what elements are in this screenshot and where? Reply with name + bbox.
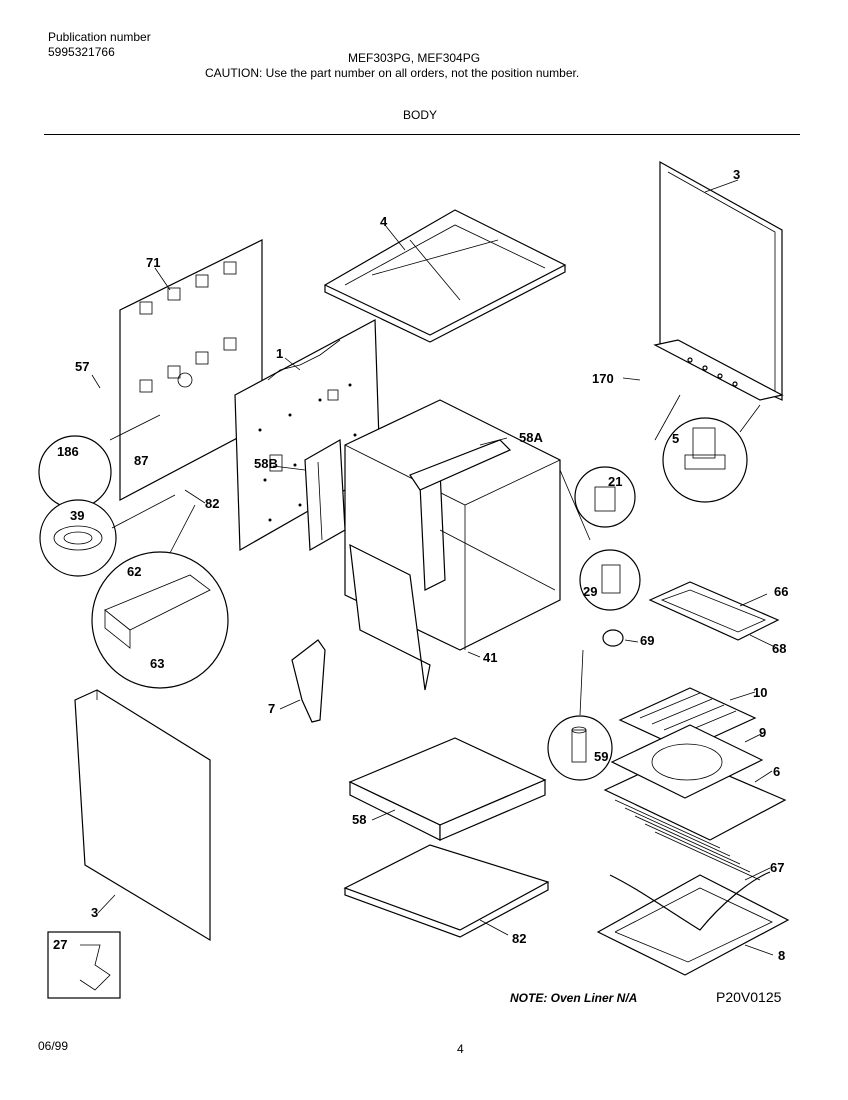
callout-29: 29 bbox=[583, 584, 597, 599]
callout-66: 66 bbox=[774, 584, 788, 599]
callout-170: 170 bbox=[592, 371, 614, 386]
callout-4: 4 bbox=[380, 214, 388, 229]
callout-87: 87 bbox=[134, 453, 148, 468]
publication-date: 06/99 bbox=[38, 1039, 69, 1053]
callout-57: 57 bbox=[75, 359, 89, 374]
header-divider bbox=[44, 134, 800, 135]
broil-pan-part bbox=[610, 724, 764, 799]
callout-69: 69 bbox=[640, 633, 654, 648]
callout-58: 58 bbox=[352, 812, 366, 827]
broil-element-part bbox=[648, 581, 780, 641]
side-panel-left-part bbox=[74, 689, 211, 942]
callout-3-top: 3 bbox=[733, 167, 740, 182]
callout-67: 67 bbox=[770, 860, 784, 875]
model-numbers: MEF303PG, MEF304PG bbox=[348, 51, 481, 65]
callout-58a: 58A bbox=[519, 430, 543, 445]
insulation-part bbox=[304, 438, 512, 552]
bake-element-part bbox=[596, 871, 790, 976]
callout-68: 68 bbox=[772, 641, 786, 656]
caution-text: CAUTION: Use the part number on all orde… bbox=[205, 66, 580, 80]
detail-contents bbox=[53, 427, 726, 991]
callout-8: 8 bbox=[778, 948, 785, 963]
callout-39: 39 bbox=[70, 508, 84, 523]
detail-circles bbox=[38, 417, 748, 999]
callout-59: 59 bbox=[594, 749, 608, 764]
callout-186: 186 bbox=[57, 444, 79, 459]
callout-62: 62 bbox=[127, 564, 141, 579]
storage-drawer-part bbox=[348, 737, 547, 841]
oven-liner-note: NOTE: Oven Liner N/A bbox=[510, 991, 638, 1005]
section-title: BODY bbox=[403, 108, 438, 122]
callout-82-top: 82 bbox=[205, 496, 219, 511]
oven-cavity-part bbox=[344, 399, 561, 691]
back-panel-part bbox=[119, 239, 263, 501]
callout-3-bottom: 3 bbox=[91, 905, 98, 920]
callout-21: 21 bbox=[608, 474, 622, 489]
bottom-panel-part bbox=[343, 844, 550, 938]
callout-9: 9 bbox=[759, 725, 766, 740]
exploded-parts-diagram: 3 4 71 1 57 170 5 186 87 58B 58A 21 82 3… bbox=[38, 160, 790, 999]
door-hinge-part bbox=[291, 639, 326, 723]
side-panel-right-part bbox=[653, 160, 784, 401]
callout-5: 5 bbox=[672, 431, 679, 446]
callout-82-bottom: 82 bbox=[512, 931, 526, 946]
callout-labels: 3 4 71 1 57 170 5 186 87 58B 58A 21 82 3… bbox=[53, 167, 788, 963]
callout-71: 71 bbox=[146, 255, 160, 270]
page-number: 4 bbox=[457, 1042, 464, 1056]
publication-number: 5995321766 bbox=[48, 45, 115, 59]
publication-label: Publication number bbox=[48, 30, 151, 44]
callout-41: 41 bbox=[483, 650, 497, 665]
callout-7: 7 bbox=[268, 701, 275, 716]
callout-58b: 58B bbox=[254, 456, 278, 471]
diagram-code: P20V0125 bbox=[716, 989, 782, 1005]
callout-27: 27 bbox=[53, 937, 67, 952]
leader-lines bbox=[91, 179, 778, 956]
callout-1: 1 bbox=[276, 346, 283, 361]
top-panel-part bbox=[323, 209, 567, 343]
callout-63: 63 bbox=[150, 656, 164, 671]
callout-6: 6 bbox=[773, 764, 780, 779]
callout-10: 10 bbox=[753, 685, 767, 700]
